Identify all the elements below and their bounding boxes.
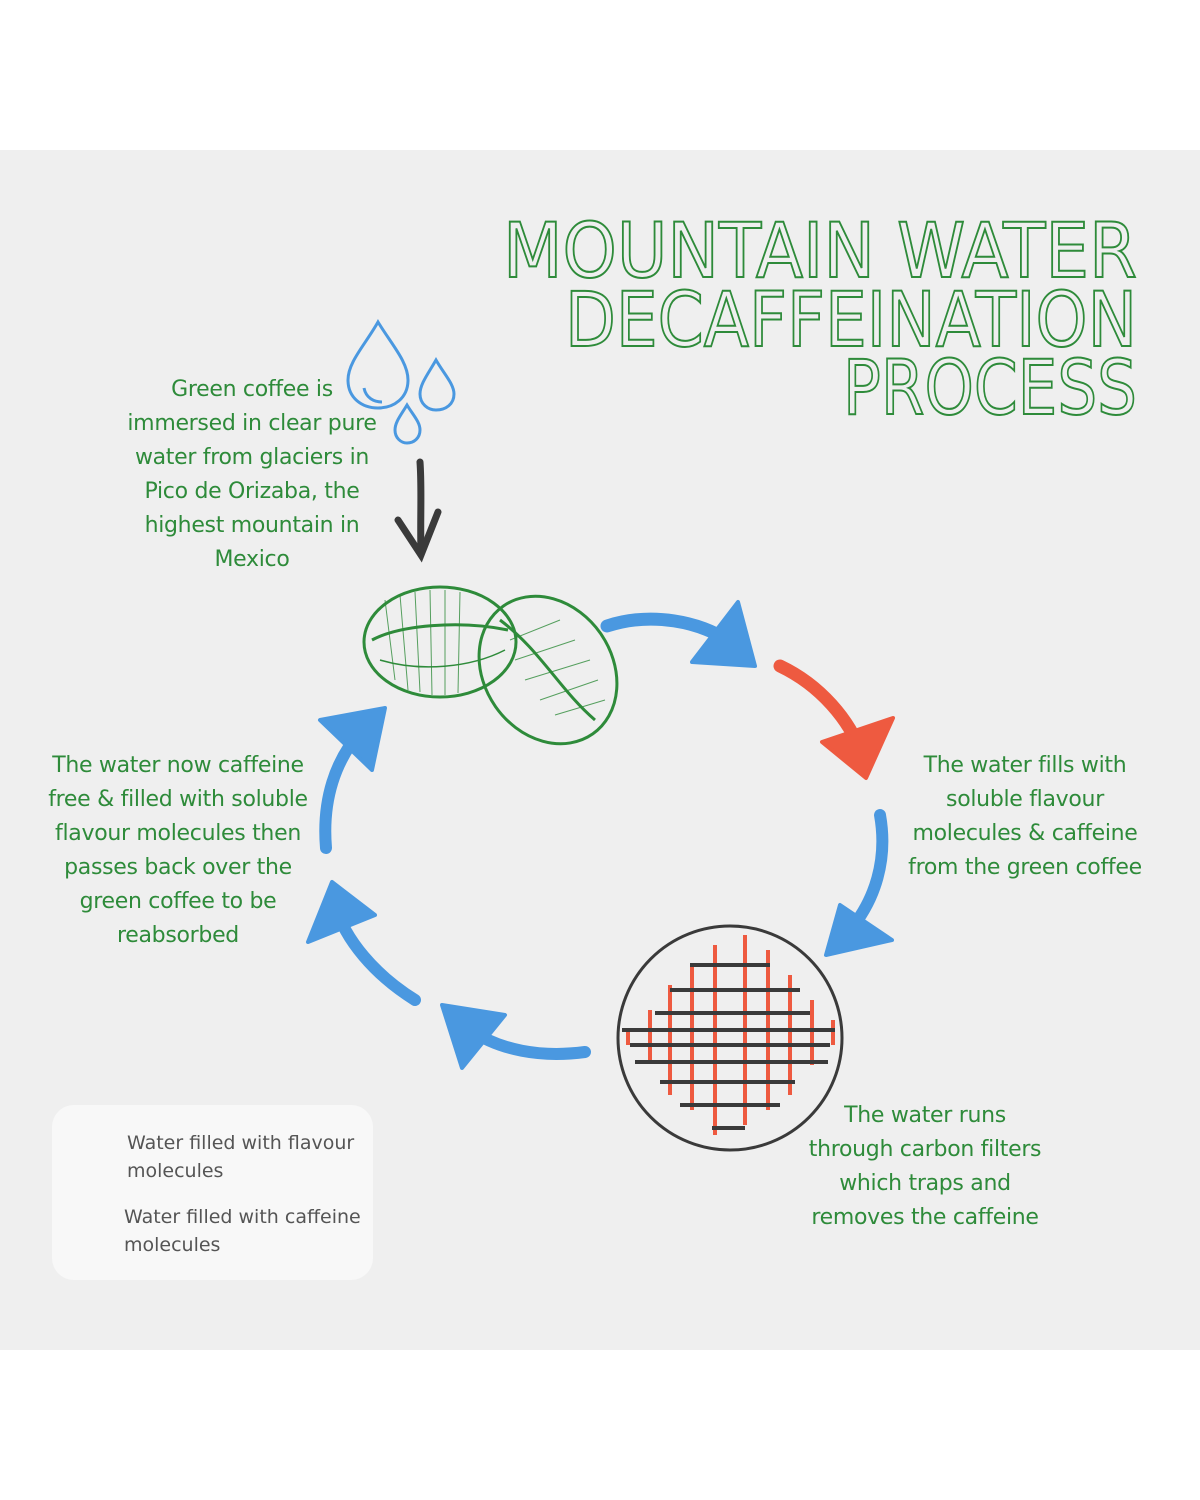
step-reabsorb-text: The water now caffeine free & filled wit… [28, 749, 328, 953]
text-line: through carbon filters [808, 1137, 1042, 1162]
water-drops-icon [346, 319, 456, 445]
title-line-3: PROCESS [843, 343, 1137, 432]
step-immersion-text: Green coffee is immersed in clear pure w… [112, 373, 392, 577]
text-line: The water runs [844, 1103, 1006, 1128]
text-line: water from glaciers in [134, 445, 370, 470]
down-arrow-icon [394, 458, 442, 563]
text-line: flavour molecules then [55, 821, 301, 846]
text-line: reabsorbed [117, 923, 239, 948]
flavour-arrow-top [600, 600, 757, 668]
text-line: immersed in clear pure [127, 411, 377, 436]
text-line: Green coffee is [171, 377, 333, 402]
legend-flavour-label: Water filled with flavour molecules [127, 1132, 355, 1182]
text-line: from the green coffee [908, 855, 1142, 880]
text-line: removes the caffeine [811, 1205, 1039, 1230]
flavour-arrow-bottom [440, 1003, 591, 1070]
text-line: free & filled with soluble [48, 787, 308, 812]
text-line: passes back over the [64, 855, 292, 880]
step-filter-text: The water runs through carbon filters wh… [785, 1099, 1065, 1235]
text-line: The water now caffeine [52, 753, 304, 778]
text-line: The water fills with [923, 753, 1127, 778]
title: MOUNTAIN WATER DECAFFEINATION PROCESS [502, 205, 1138, 433]
legend-caffeine-label: Water filled with caffeine molecules [124, 1206, 361, 1256]
caffeine-arrow [773, 659, 895, 780]
text-line: soluble flavour [946, 787, 1104, 812]
carbon-filter-icon [616, 924, 844, 1152]
text-line: molecules & caffeine [912, 821, 1138, 846]
text-line: green coffee to be [79, 889, 277, 914]
legend: Water filled with flavour molecules Wate… [52, 1105, 373, 1280]
text-line: which traps and [839, 1171, 1011, 1196]
coffee-beans-icon [362, 585, 619, 746]
text-line: highest mountain in [144, 513, 360, 538]
title-line-2: DECAFFEINATION [565, 275, 1137, 364]
title-line-1: MOUNTAIN WATER [503, 206, 1137, 295]
step-extraction-text: The water fills with soluble flavour mol… [885, 749, 1165, 885]
text-line: Pico de Orizaba, the [144, 479, 360, 504]
flavour-arrow-left-upper [318, 706, 387, 854]
text-line: Mexico [214, 547, 290, 572]
flavour-arrow-right [824, 809, 894, 957]
flavour-arrow-left-lower [306, 880, 421, 1006]
